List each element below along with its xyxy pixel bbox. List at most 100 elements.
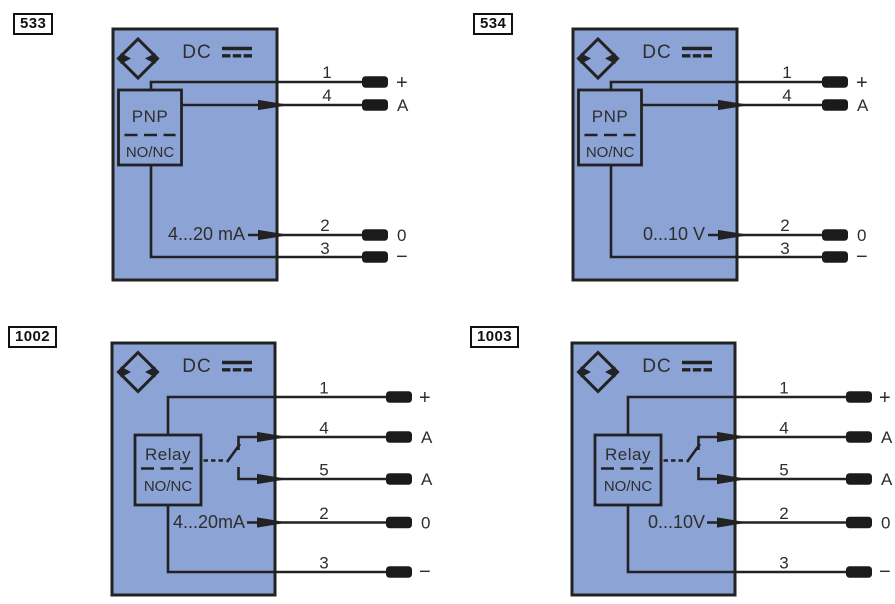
output-mode-label: NO/NC	[604, 478, 653, 495]
device-body	[110, 341, 277, 597]
wire-number: 2	[780, 216, 789, 235]
terminal-pin	[846, 516, 872, 529]
diagram-id-text: 1003	[477, 328, 512, 345]
wire-5-line	[697, 467, 846, 481]
relay-wiring-diagram: DC Relay NO/NC 4...20mA 1 4 5 2 3	[110, 341, 433, 597]
terminal-pin	[386, 431, 412, 443]
pnp-wiring-diagram: DC PNP NO/NC 4...20 mA 1 4 2 3 + A 0	[111, 27, 409, 282]
diamond-left-arrow-icon	[580, 366, 591, 378]
device-body	[111, 27, 279, 282]
wire-4-line	[697, 435, 846, 450]
terminal-pin	[362, 229, 388, 241]
diamond-right-arrow-icon	[605, 366, 616, 378]
wire-number: 3	[780, 239, 789, 258]
wire-1-line	[166, 395, 386, 435]
wire-3-line	[149, 165, 362, 259]
terminal-label: −	[396, 246, 408, 268]
device-body	[571, 27, 739, 282]
wire-5-line	[237, 467, 386, 481]
terminal-label: 0	[857, 226, 866, 245]
sensor-diamond-icon	[576, 350, 620, 394]
terminal-pin	[822, 251, 848, 263]
relay-wiring-diagram: DC Relay NO/NC 0...10V 1 4 5 2 3	[570, 341, 893, 597]
diagram-1002: 1002 DC Relay NO/NC 4...20mA 1	[0, 300, 435, 604]
terminal-label: 0	[421, 514, 430, 533]
sensor-diamond-icon	[116, 350, 160, 394]
diagram-id-badge: 1002	[8, 326, 57, 348]
wire-4-arrow-icon	[718, 99, 750, 111]
device-body	[570, 341, 737, 597]
terminal-pin	[362, 76, 388, 88]
wire-number: 2	[320, 216, 329, 235]
wire-number: 2	[779, 504, 788, 523]
terminal-pin	[386, 566, 412, 578]
terminal-label: A	[857, 96, 869, 115]
terminal-label: +	[856, 72, 868, 94]
wire-number: 3	[319, 554, 328, 573]
diagram-533: 533 DC PNP NO/NC 4...20 mA 1 4 2 3	[0, 0, 435, 302]
diamond-left-arrow-icon	[120, 53, 131, 64]
output-mode-label: NO/NC	[126, 144, 175, 161]
terminal-label: A	[421, 470, 433, 489]
terminal-pin	[846, 473, 872, 485]
terminal-pin	[386, 516, 412, 529]
wire-number: 3	[320, 239, 329, 258]
diagram-id-badge: 533	[13, 13, 54, 35]
wire-3-line	[609, 165, 822, 259]
diagram-id-text: 534	[480, 15, 507, 32]
wire-2-arrow-icon	[717, 517, 748, 528]
wire-number: 1	[779, 379, 788, 398]
dc-label: DC	[182, 42, 211, 63]
output-type-label: Relay	[605, 445, 651, 464]
terminal-label: −	[879, 561, 891, 583]
wire-number: 1	[782, 63, 791, 82]
terminal-pin	[846, 566, 872, 578]
terminal-label: 0	[397, 226, 406, 245]
diamond-right-arrow-icon	[145, 366, 156, 378]
wire-1-line	[609, 80, 822, 90]
wire-5-arrow-icon	[257, 473, 288, 485]
wire-number: 4	[779, 419, 788, 438]
diagram-id-badge: 1003	[470, 326, 519, 348]
terminal-label: 0	[881, 514, 890, 533]
dc-label: DC	[642, 356, 671, 377]
sensor-diamond-icon	[116, 36, 160, 81]
terminal-pin	[386, 391, 412, 403]
terminal-label: A	[881, 428, 893, 447]
diamond-left-arrow-icon	[580, 53, 591, 64]
wire-2-arrow-icon	[258, 229, 290, 241]
diagram-534: 534 DC PNP NO/NC 0...10 V 1 4 2 3	[460, 0, 895, 302]
terminal-pin	[386, 473, 412, 485]
terminal-pin	[822, 229, 848, 241]
diagram-id-badge: 534	[473, 13, 514, 35]
terminal-label: −	[856, 246, 868, 268]
terminal-pin	[822, 99, 848, 111]
terminal-label: A	[881, 470, 893, 489]
analog-range-label: 0...10V	[648, 512, 705, 532]
wire-number: 1	[319, 379, 328, 398]
diamond-right-arrow-icon	[605, 53, 616, 64]
terminal-label: +	[396, 72, 408, 94]
diagram-1003: 1003 DC Relay NO/NC 0...10V 1	[460, 300, 895, 604]
wire-4-line	[237, 435, 386, 450]
dc-label: DC	[642, 42, 671, 63]
wire-1-line	[626, 395, 846, 435]
pnp-wiring-diagram: DC PNP NO/NC 0...10 V 1 4 2 3 + A 0	[571, 27, 869, 282]
output-type-label: PNP	[132, 107, 168, 126]
analog-range-label: 4...20mA	[173, 512, 245, 532]
wire-3-line	[626, 505, 846, 574]
wire-number: 5	[319, 461, 328, 480]
wire-2-arrow-icon	[718, 229, 750, 241]
terminal-pin	[362, 251, 388, 263]
wire-5-arrow-icon	[717, 473, 748, 485]
terminal-label: A	[397, 96, 409, 115]
diagram-id-text: 1002	[15, 328, 50, 345]
wire-number: 4	[782, 86, 791, 105]
wire-2-arrow-icon	[257, 517, 288, 528]
wire-4-arrow-icon	[258, 99, 290, 111]
diagram-id-text: 533	[20, 15, 47, 32]
output-mode-label: NO/NC	[144, 478, 193, 495]
wire-number: 4	[322, 86, 331, 105]
terminal-label: A	[421, 428, 433, 447]
